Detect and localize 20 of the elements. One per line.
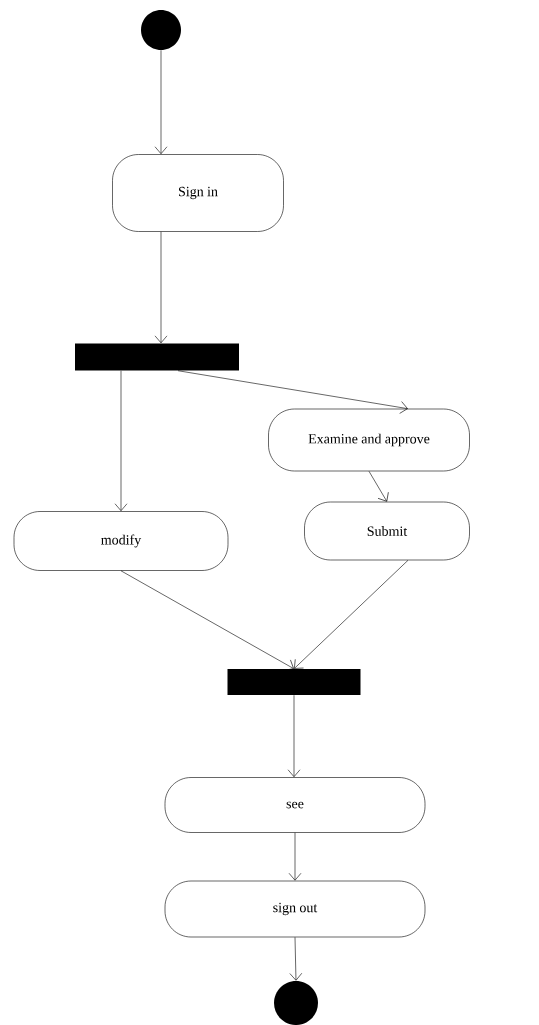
state-circle bbox=[141, 10, 181, 50]
state-circle bbox=[274, 981, 318, 1025]
activity-box: Submit bbox=[304, 501, 470, 561]
arrow bbox=[114, 370, 128, 512]
activity-box: sign out bbox=[164, 880, 426, 938]
arrow bbox=[294, 560, 409, 669]
sync-bar bbox=[75, 343, 239, 371]
activity-box: Sign in bbox=[112, 154, 284, 232]
arrow bbox=[154, 231, 168, 344]
arrow bbox=[120, 570, 294, 671]
arrow bbox=[154, 49, 168, 155]
activity-box: Examine and approve bbox=[268, 408, 470, 472]
arrow bbox=[177, 370, 408, 414]
arrow bbox=[287, 694, 301, 778]
activity-box: see bbox=[164, 777, 426, 833]
activity-box: modify bbox=[13, 511, 229, 571]
arrow bbox=[289, 937, 303, 981]
sync-bar bbox=[227, 669, 361, 695]
arrow bbox=[368, 471, 389, 502]
arrow bbox=[288, 832, 302, 881]
